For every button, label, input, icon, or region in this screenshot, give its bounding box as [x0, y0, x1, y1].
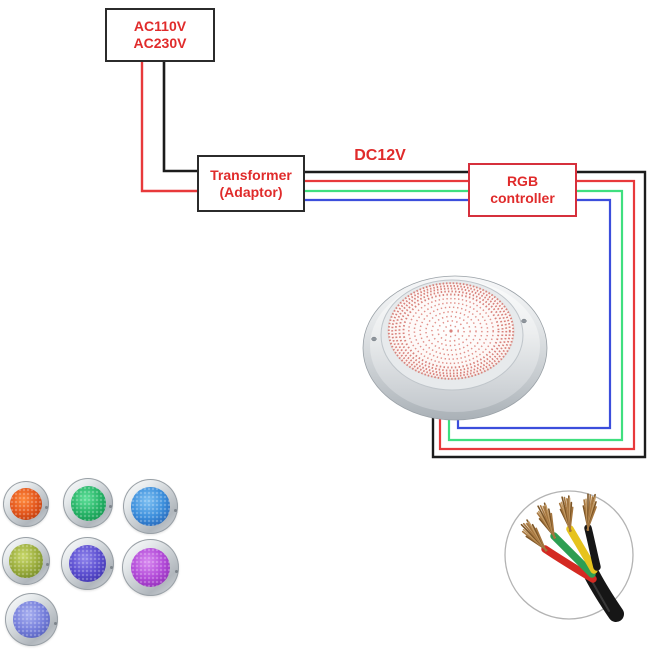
- cable-core-black: [584, 524, 601, 571]
- pool-light-screw-left: [371, 336, 377, 342]
- led-face-orange: [9, 487, 43, 521]
- pool-light-thumbnail-orange: [3, 481, 49, 527]
- pool-light-thumbnail-purple: [122, 539, 179, 596]
- pool-light-image: [362, 275, 548, 421]
- ac-input-line1: AC110V: [133, 18, 187, 34]
- pool-light-thumbnail-periwinkle: [5, 593, 58, 646]
- led-face-purple: [130, 547, 171, 588]
- pool-light-thumbnail-indigo: [61, 537, 114, 590]
- wire-ac-black: [162, 60, 199, 173]
- cable-image: [504, 490, 634, 622]
- led-face-yellow-green: [9, 544, 43, 578]
- ac-input-box: AC110V AC230V: [105, 8, 215, 62]
- rgb-controller-line1: RGB: [506, 173, 539, 189]
- led-face-indigo: [68, 544, 107, 583]
- dc12v-label: DC12V: [354, 147, 406, 164]
- transformer-line1: Transformer: [210, 166, 292, 183]
- cable-core-green: [550, 532, 596, 578]
- pool-light-thumbnail-green: [63, 478, 113, 528]
- cable-core-red: [541, 545, 597, 583]
- led-face-periwinkle: [12, 600, 51, 639]
- led-face-green: [70, 485, 106, 521]
- cable-core-yellow: [566, 525, 598, 574]
- wire-ac-red: [140, 60, 199, 193]
- pool-light-thumbnail-yellow-green: [2, 537, 50, 585]
- rgb-controller-line2: controller: [490, 190, 555, 206]
- pool-light-thumbnail-blue: [123, 479, 178, 534]
- cable-copper-strands: [520, 493, 597, 552]
- pool-light-led-rings: [387, 282, 515, 380]
- pool-light-screw-right: [521, 318, 527, 324]
- transformer-box: Transformer (Adaptor): [197, 155, 305, 212]
- transformer-line2: (Adaptor): [219, 183, 283, 200]
- rgb-controller-box: RGB controller: [468, 163, 577, 217]
- ac-input-line2: AC230V: [133, 35, 187, 51]
- led-face-blue: [131, 487, 170, 526]
